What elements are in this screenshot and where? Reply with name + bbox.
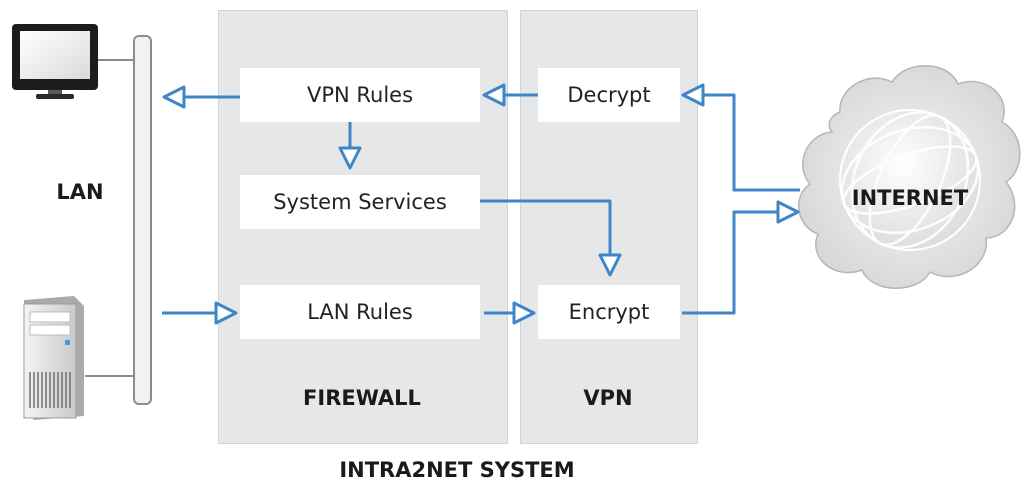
arrow-decrypt-to-vpnrules — [482, 83, 538, 107]
lan-connectors — [85, 59, 134, 377]
monitor-icon — [12, 24, 98, 99]
arrow-services-to-encrypt — [480, 199, 622, 277]
system-services-box: System Services — [240, 175, 480, 229]
vpn-label: VPN — [583, 386, 633, 410]
server-tower-icon — [23, 296, 84, 420]
arrow-encrypt-to-internet — [682, 200, 800, 315]
lan-rules-box: LAN Rules — [240, 285, 480, 339]
system-title: INTRA2NET SYSTEM — [339, 458, 575, 482]
decrypt-box: Decrypt — [538, 68, 680, 122]
arrow-lan-to-lanrules — [162, 301, 238, 325]
internet-label: INTERNET — [851, 186, 969, 210]
lan-bus — [133, 35, 152, 405]
arrow-vpnrules-to-services — [338, 122, 362, 170]
arrow-vpnrules-to-lan — [162, 85, 240, 109]
vpn-rules-box: VPN Rules — [240, 68, 480, 122]
cloud-globe-icon — [797, 65, 1021, 289]
firewall-label: FIREWALL — [303, 386, 421, 410]
arrow-internet-to-decrypt — [681, 83, 800, 192]
encrypt-box: Encrypt — [538, 285, 680, 339]
lan-label: LAN — [56, 180, 104, 204]
arrow-lanrules-to-encrypt — [484, 301, 536, 325]
